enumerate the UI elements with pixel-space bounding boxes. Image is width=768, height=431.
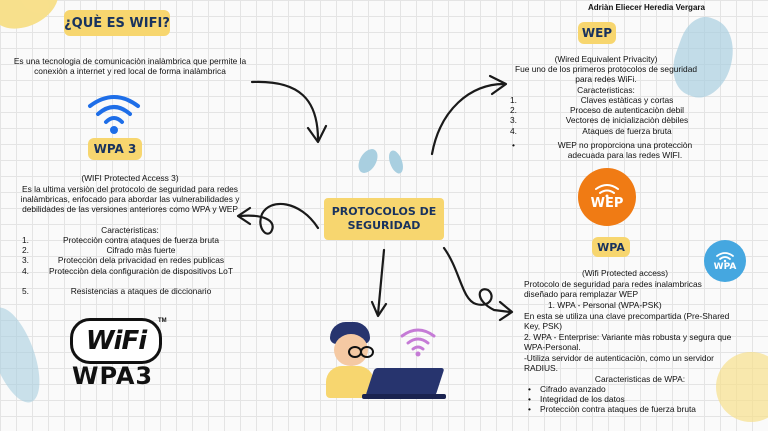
wifi-wpa3-logo: WiFi TM WPA3 [70,318,170,396]
wpa3-logo-text: WPA3 [72,362,154,390]
list-item: 3.Protecciòn dela privacidad en redes pu… [22,255,225,266]
arrow-wpa3 [238,202,320,235]
wpa3-features-title: Caracteristicas: [101,225,159,235]
laptop-icon [365,368,445,396]
list-item: 1.Claves estàticas y cortas [510,95,674,105]
list-item: •Integridad de los datos [528,394,625,405]
bullet-icon: • [512,140,515,150]
wifi-signal-icon [88,95,140,134]
wifi-logo-tm: TM [158,318,167,324]
list-item: •Cifrado avanzado [528,384,606,394]
arrow-wpa [442,246,512,314]
wpa3-label: WPA 3 [88,138,142,160]
wpa3-features-list: 1.Protecciòn contra ataques de fuerza br… [22,235,244,296]
list-item: 4.Ataques de fuerza bruta [510,125,672,136]
wpa-label: WPA [592,237,630,257]
center-title-line1: PROTOCOLOS DE [331,205,437,218]
wpa-line-4: -Utiliza servidor de autenticaciòn, como… [524,353,714,374]
wpa-logo: WPA [704,240,746,282]
wep-label: WEP [578,22,616,44]
wep-wifi-icon [595,184,619,197]
wep-full-name: (Wired Equivalent Privacity) [554,54,658,64]
wpa-line-2: En esta se utiliza una clave precomparti… [524,311,730,332]
glasses-icon-right [360,346,374,358]
wifi-description: Es una tecnologia de comunicaciòn inalàm… [13,56,247,77]
laptop-base [362,394,446,399]
list-item: 2.Cifrado màs fuerte [22,245,176,256]
wpa-line-3: 2. WPA - Enterprise: Variante màs robust… [524,332,732,353]
wifi-title-label: ¿QUÈ ES WIFI? [64,10,170,36]
wep-features-title: Caracteristicas: [577,85,635,95]
wpa-description: Protocolo de seguridad para redes inalam… [524,279,702,300]
wep-logo-text: WEP [590,196,624,211]
wpa-line-1: 1. WPA - Personal (WPA-PSK) [548,300,662,310]
bullet-icon: • [528,384,531,394]
wep-features-list: 1.Claves estàticas y cortas 2.Proceso de… [510,95,710,136]
list-item: 1.Protecciòn contra ataques de fuerza br… [22,235,219,245]
list-item: 2.Proceso de autenticaciòn debil [510,105,685,116]
wpa-features-title: Caracteristicas de WPA: [594,374,686,384]
wpa3-description: Es la ultima versiòn del protocolo de se… [20,184,240,215]
wpa-full-name: (Wifi Protected access) [581,268,669,278]
person-illustration [326,322,446,402]
wifi-logo-badge: WiFi [70,318,162,364]
center-title-label: PROTOCOLOS DE SEGURIDAD [324,198,444,240]
wpa3-full-name: (WIFI Protected Access 3) [81,173,179,183]
wpa-features-list: •Cifrado avanzado •Integridad de los dat… [528,384,738,415]
bullet-icon: • [528,394,531,405]
arrow-down [376,248,386,316]
wep-description: Fue uno de los primeros protocolos de se… [514,64,698,85]
bullet-icon: • [528,404,531,415]
wpa-logo-text: WPA [713,261,737,272]
author-name: Adriàn Eliecer Heredia Vergara [588,3,705,12]
arrow-wep [430,82,506,156]
wep-bullet-note: • WEP no proporciona una protecciòn adec… [512,140,693,161]
purple-wifi-icon [400,328,436,357]
list-item: 3.Vectores de inicializaciòn dèbiles [510,115,689,126]
wpa-wifi-icon [716,251,734,262]
yellow-swash-bottom-right [716,352,768,422]
wifi-logo-text: WiFi [85,326,147,356]
arrow-wifi [250,80,320,142]
center-title-line2: SEGURIDAD [347,219,421,232]
list-item: 4.Protecciòn dela configuraciòn de dispo… [22,265,233,276]
wep-logo: WEP [578,168,636,226]
list-item: •Protecciòn contra ataques de fuerza bru… [528,404,696,415]
list-item: 5.Resistencias a ataques de diccionario [22,285,212,296]
